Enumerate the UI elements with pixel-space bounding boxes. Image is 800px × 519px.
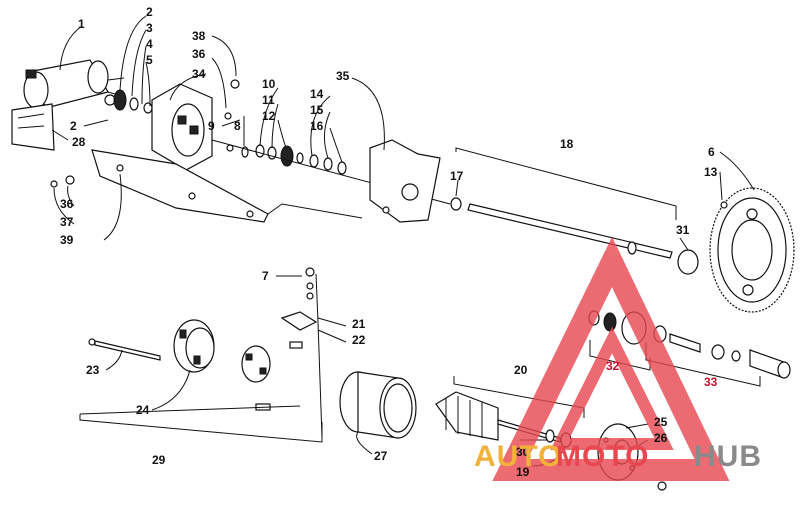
callout-36: 36 [192,47,206,61]
callout-36: 36 [60,197,74,211]
callout-6: 6 [708,145,715,159]
pinion-gear [113,89,153,114]
callout-28: 28 [72,135,86,149]
callout-14: 14 [310,87,324,101]
callout-20: 20 [514,363,528,377]
callout-26: 26 [654,431,668,445]
callout-13: 13 [704,165,718,179]
drive-housing [151,79,240,171]
callout-25: 25 [654,415,668,429]
terminal-bolt [280,267,318,331]
callout-12: 12 [262,109,276,123]
ring-gear [709,187,795,313]
callout-5: 5 [146,53,153,67]
callout-38: 38 [192,29,206,43]
callout-31: 31 [676,223,690,237]
callout-32: 32 [606,359,620,373]
watermark-logo [492,236,730,481]
callout-24: 24 [136,403,150,417]
brush-holder [241,341,303,411]
washer-stack [241,144,347,175]
watermark-moto: MOTO [556,440,649,473]
callout-23: 23 [86,363,100,377]
callout-3: 3 [146,21,153,35]
callout-27: 27 [374,449,388,463]
callout-8: 8 [234,119,241,133]
callout-7: 7 [262,269,269,283]
callout-19: 19 [516,465,530,479]
callout-11: 11 [262,93,275,107]
callout-2: 2 [146,5,153,19]
callout-17: 17 [450,169,464,183]
callout-16: 16 [310,119,324,133]
callout-9: 9 [208,119,215,133]
callout-18: 18 [560,137,574,151]
callout-4: 4 [146,37,153,51]
callout-2: 2 [70,119,77,133]
callout-35: 35 [336,69,350,83]
cover-plate [11,103,55,151]
support-bracket [369,139,441,223]
drive-shaft [450,197,699,275]
callout-39: 39 [60,233,74,247]
watermark-hub: HUB [694,440,762,473]
watermark-auto: AUTO [474,440,562,473]
callout-22: 22 [352,333,366,347]
field-frame [339,371,417,439]
callout-21: 21 [352,317,366,331]
callout-15: 15 [310,103,324,117]
callout-29: 29 [152,453,166,467]
callout-33: 33 [704,375,718,389]
callout-34: 34 [192,67,206,81]
mounting-bracket [50,149,269,223]
watermark-wordmark: AUTO MOTO HUB [474,440,762,473]
callout-10: 10 [262,77,276,91]
starter-motor [23,59,125,109]
through-bolt [88,338,161,361]
callout-30: 30 [516,445,530,459]
end-cap [173,319,215,373]
callout-37: 37 [60,215,74,229]
callout-1: 1 [78,17,85,31]
